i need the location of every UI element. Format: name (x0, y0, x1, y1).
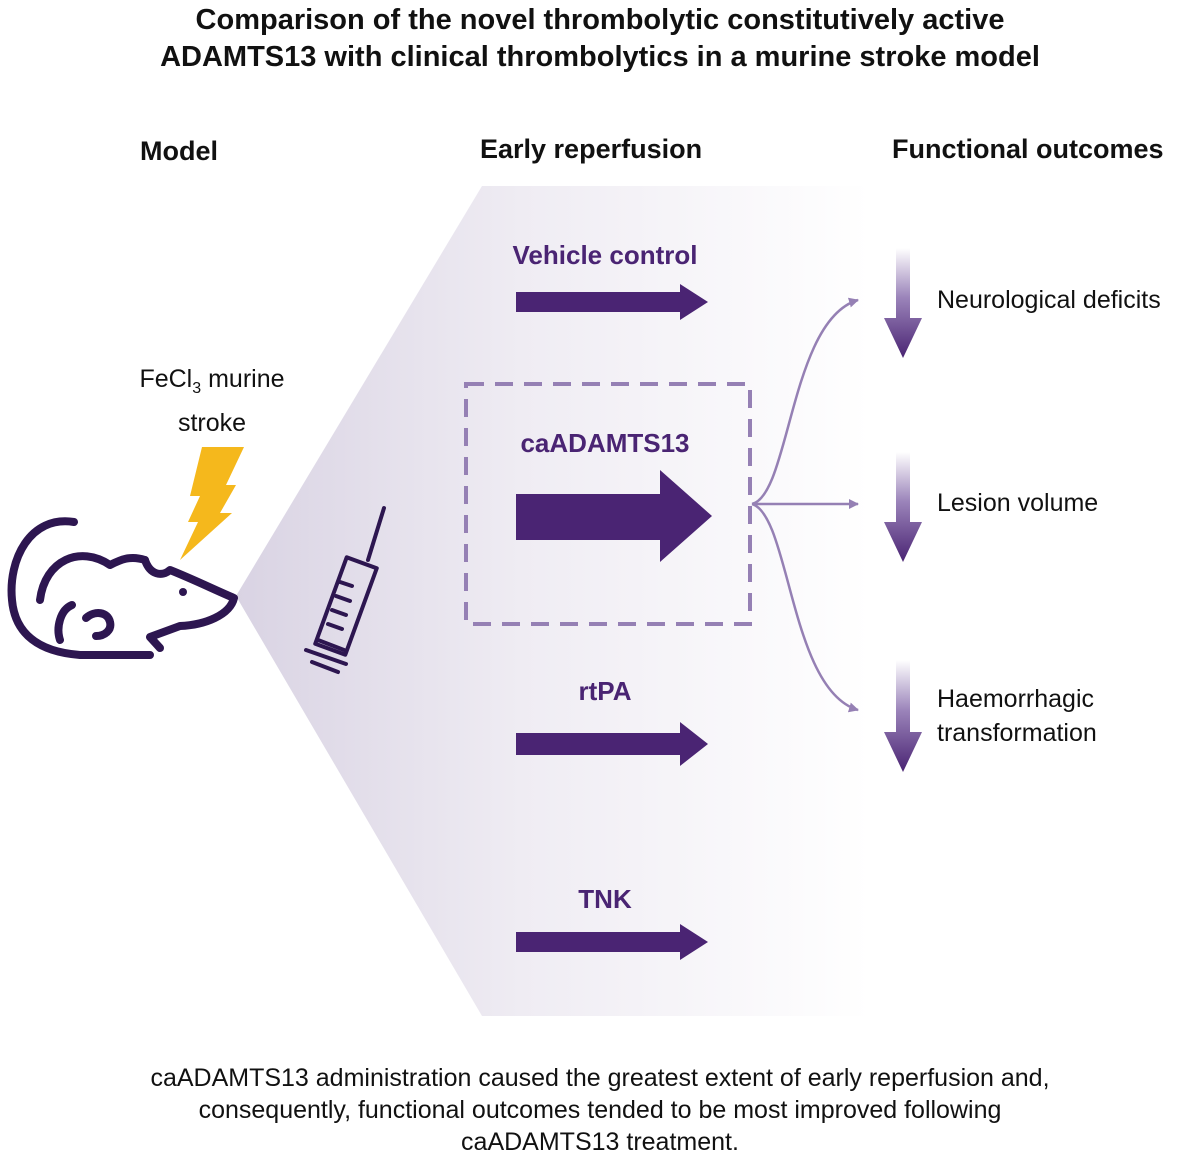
outcome-label-neurological-deficits: Neurological deficits (937, 286, 1161, 314)
model-label-subscript: 3 (192, 380, 202, 397)
outcome-label-lesion-volume: Lesion volume (937, 489, 1099, 517)
figure-title: Comparison of the novel thrombolytic con… (0, 2, 1200, 76)
column-header-model: Model (140, 136, 218, 166)
caption-line-2: consequently, functional outcomes tended… (198, 1096, 1002, 1124)
title-line-2: ADAMTS13 with clinical thrombolytics in … (160, 41, 1040, 73)
down-arrow-neurological (884, 248, 922, 358)
model-label-line-1: FeCl3 murine (100, 362, 324, 406)
down-arrow-lesion (884, 452, 922, 562)
lightning-icon (180, 447, 244, 560)
arrow-rtpa (516, 722, 708, 766)
treatment-label-tnk: TNK (578, 884, 632, 914)
arrow-tnk (516, 924, 708, 960)
outcome-connectors (751, 297, 859, 713)
outcome-label-haemorrhagic-line-2: transformation (937, 719, 1097, 747)
caption-line-1: caADAMTS13 administration caused the gre… (150, 1064, 1050, 1092)
column-header-functional-outcomes: Functional outcomes (892, 134, 1164, 164)
treatment-label-rtpa: rtPA (578, 676, 632, 706)
arrow-vehicle-control (516, 284, 708, 320)
mouse-icon (7, 517, 238, 659)
column-header-early-reperfusion: Early reperfusion (480, 134, 703, 164)
connector-neurological (751, 297, 859, 506)
fan-background (236, 186, 870, 1016)
mouse-eye (179, 588, 187, 596)
treatment-label-caadamts13: caADAMTS13 (520, 428, 690, 458)
arrow-caadamts13 (516, 470, 712, 562)
outcome-label-haemorrhagic-transformation: Haemorrhagic transformation (937, 682, 1097, 750)
highlight-box (464, 382, 752, 626)
caption-line-3: caADAMTS13 treatment. (461, 1128, 739, 1156)
title-line-1: Comparison of the novel thrombolytic con… (195, 4, 1005, 36)
figure-caption: caADAMTS13 administration caused the gre… (0, 1062, 1200, 1158)
model-label: FeCl3 murine stroke (100, 362, 324, 440)
model-label-suffix: murine (201, 365, 285, 393)
model-label-prefix: FeCl (139, 365, 193, 393)
outcome-label-haemorrhagic-line-1: Haemorrhagic (937, 685, 1095, 713)
model-label-line-2: stroke (177, 409, 247, 437)
down-arrow-haemorrhagic (884, 660, 922, 772)
syringe-icon (304, 506, 386, 674)
treatment-label-vehicle-control: Vehicle control (512, 240, 698, 270)
connector-haemorrhagic (751, 502, 859, 713)
